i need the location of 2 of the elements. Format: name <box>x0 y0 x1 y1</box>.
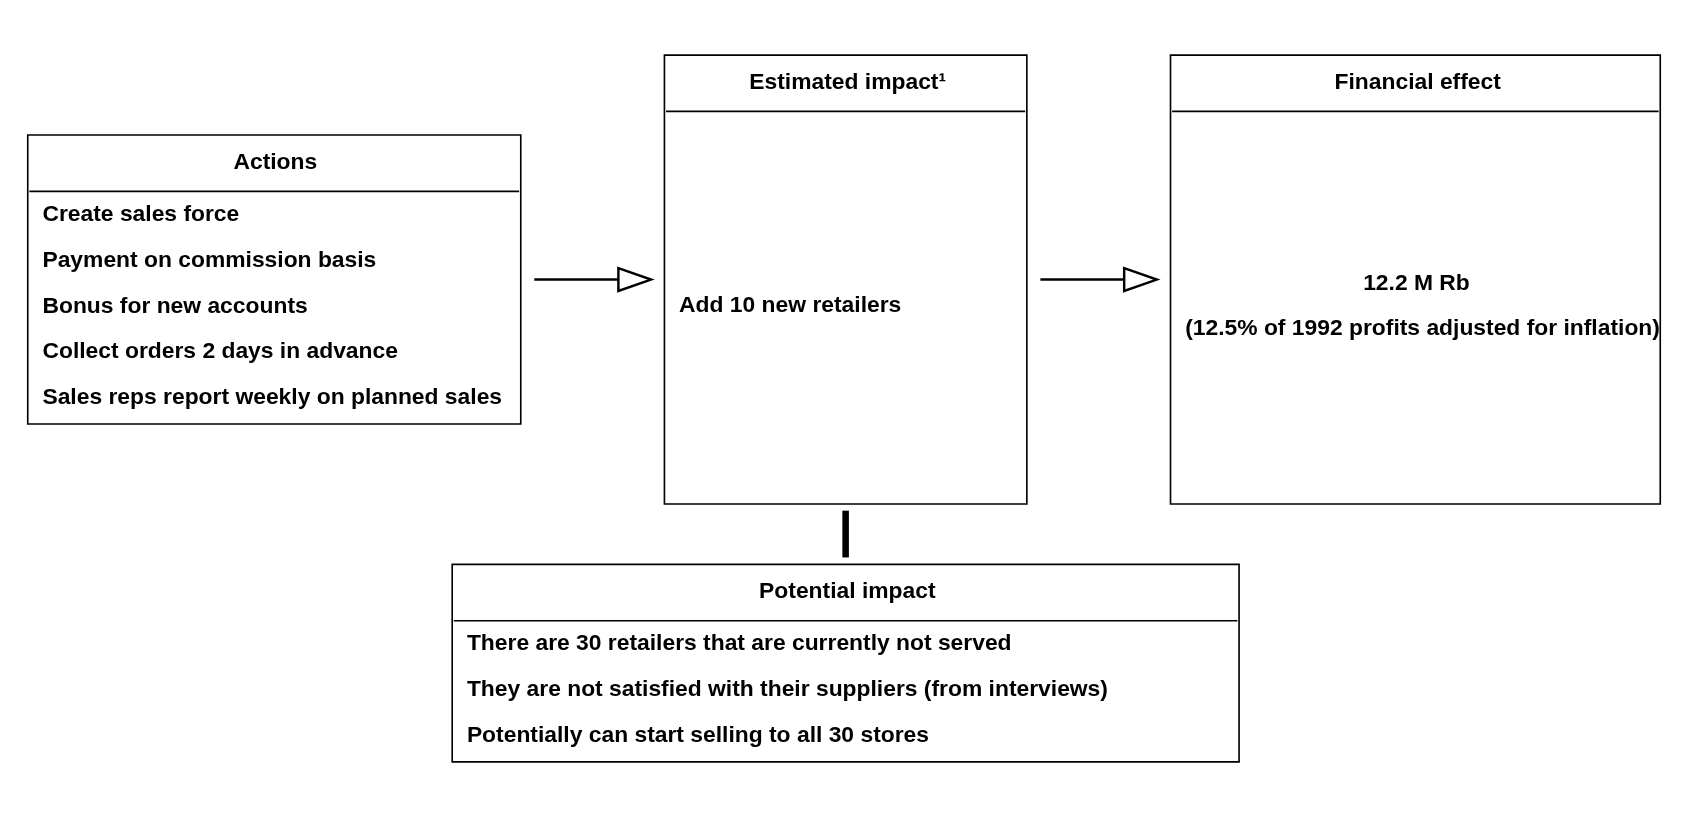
arrow <box>534 265 655 293</box>
arrow <box>1040 265 1161 293</box>
